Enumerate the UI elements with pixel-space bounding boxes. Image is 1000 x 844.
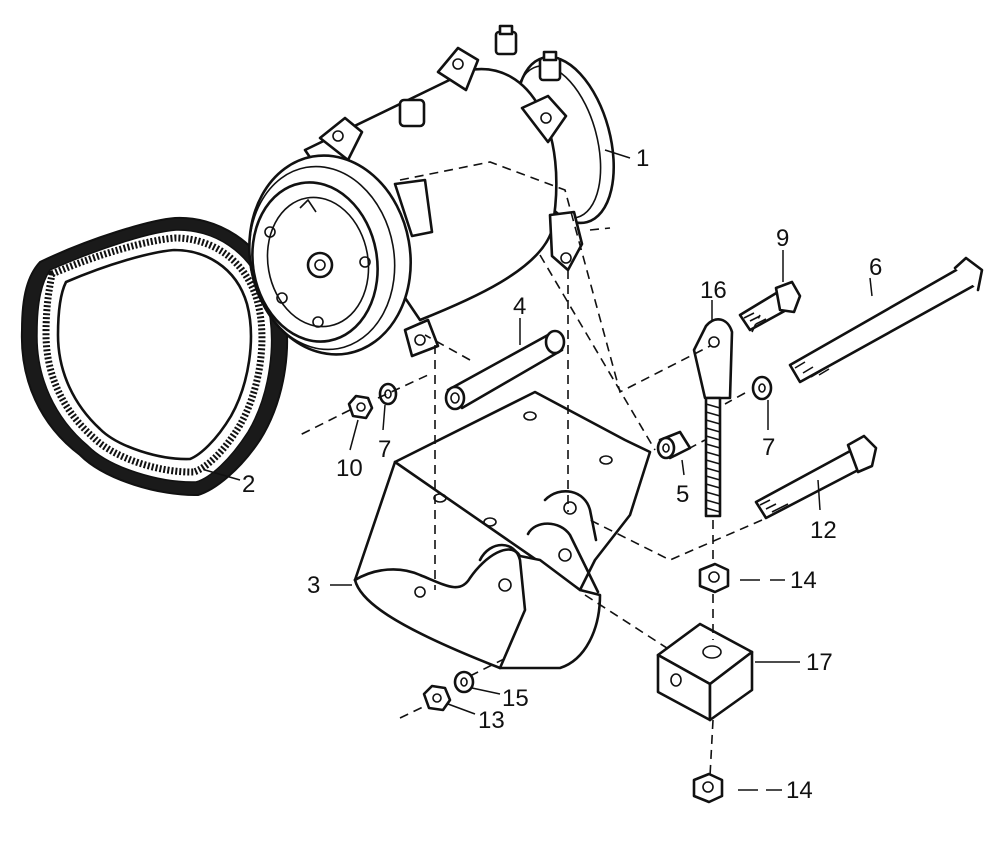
- washer-15: [453, 670, 475, 694]
- callout-15: 15: [502, 685, 529, 712]
- callout-7-right: 7: [762, 434, 775, 461]
- drive-belt: [20, 216, 289, 497]
- adjusting-eyebolt: [692, 318, 734, 518]
- adjuster-block: [656, 622, 754, 722]
- callout-2: 2: [242, 471, 255, 498]
- callout-12: 12: [810, 517, 837, 544]
- mounting-bracket: [353, 390, 652, 670]
- callout-13: 13: [478, 707, 505, 734]
- washer-7-left: [378, 382, 398, 406]
- callout-17: 17: [806, 649, 833, 676]
- callout-10: 10: [336, 455, 363, 482]
- nut-10: [347, 394, 374, 420]
- bolt-9: [738, 280, 802, 332]
- assembly-guides: [299, 161, 763, 777]
- nut-13: [422, 684, 452, 712]
- washer-7-right: [751, 375, 773, 401]
- compressor: [248, 24, 616, 358]
- callout-4: 4: [513, 293, 526, 320]
- callout-9: 9: [776, 225, 789, 252]
- bolt-12: [754, 434, 878, 520]
- nut-14-upper: [698, 562, 730, 594]
- bushing-5: [656, 430, 692, 460]
- leader-lines: [204, 149, 873, 791]
- callout-14-lower: 14: [786, 777, 813, 804]
- callout-labels: 1 2 3 4 5 6 7 7 9 10 12 13 14 14 15 16 1…: [242, 145, 882, 804]
- callout-14-upper: 14: [790, 567, 817, 594]
- callout-5: 5: [676, 481, 689, 508]
- nut-14-lower: [692, 772, 724, 804]
- callout-6: 6: [869, 254, 882, 281]
- callout-7-left: 7: [378, 436, 391, 463]
- callout-3: 3: [307, 572, 320, 599]
- long-bolt-6: [788, 256, 984, 384]
- callout-16: 16: [700, 277, 727, 304]
- callout-1: 1: [636, 145, 649, 172]
- spacer-tube: [444, 329, 566, 411]
